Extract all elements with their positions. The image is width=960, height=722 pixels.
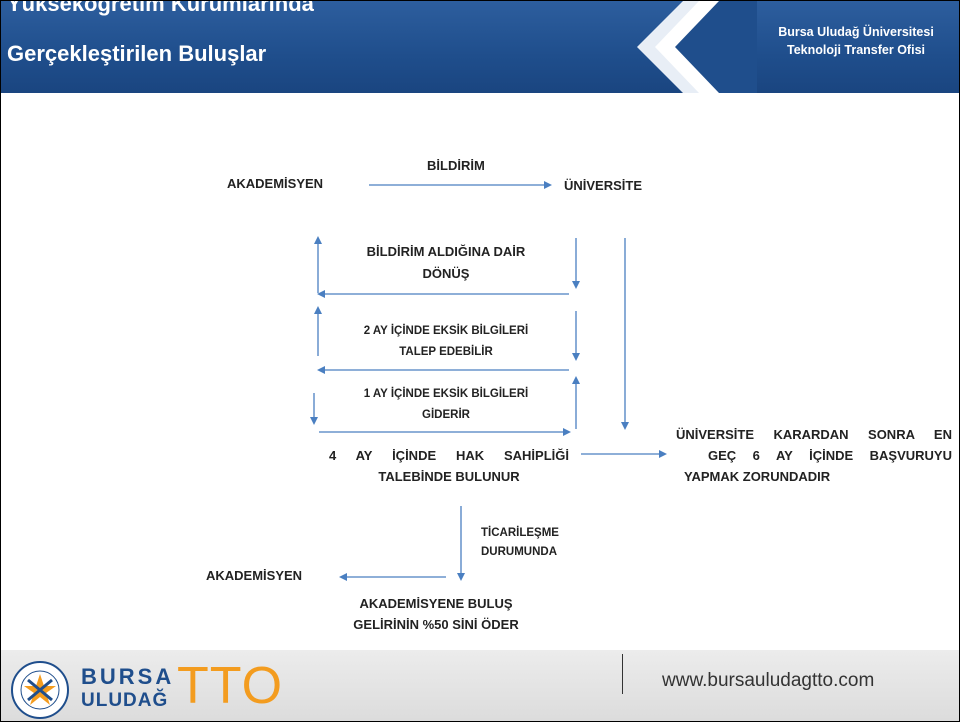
logo-tto-text: TTO [177,657,284,715]
node-claim-line1: 4 AY İÇİNDE HAK SAHİPLİĞİ [329,448,569,463]
org-name-line1: Bursa Uludağ Üniversitesi [778,25,934,39]
label-fix-line1: 1 AY İÇİNDE EKSİK BİLGİLERİ [363,388,529,400]
node-payment-line2: GELİRİNİN %50 SİNİ ÖDER [353,617,519,632]
label-return-line1: BİLDİRİM ALDIĞINA DAİR [366,244,526,259]
org-name: Bursa Uludağ Üniversitesi Teknoloji Tran… [761,23,951,59]
chevron-decoration-icon [637,1,757,93]
node-apply: ÜNİVERSİTE KARARDAN SONRA EN GEÇ 6 AY İÇ… [676,424,952,487]
node-payment: AKADEMİSYENE BULUŞ GELİRİNİN %50 SİNİ ÖD… [306,593,566,635]
org-name-line2: Teknoloji Transfer Ofisi [787,43,925,57]
node-akademisyen-bottom: AKADEMİSYEN [206,568,303,583]
label-commercial: TİCARİLEŞME DURUMUNDA [481,524,559,562]
label-fix: 1 AY İÇİNDE EKSİK BİLGİLERİ GİDERİR [321,384,571,426]
label-fix-line2: GİDERİR [422,409,470,421]
header-bar: Yükseköğretim Kurumlarında Gerçekleştiri… [1,1,959,93]
label-commercial-line2: DURUMUNDA [481,546,558,558]
label-request: 2 AY İÇİNDE EKSİK BİLGİLERİ TALEP EDEBİL… [321,321,571,363]
node-apply-line3: YAPMAK ZORUNDADIR [684,469,831,484]
website-link[interactable]: www.bursauludagtto.com [662,670,875,691]
label-commercial-line1: TİCARİLEŞME [481,527,559,539]
node-universite: ÜNİVERSİTE [564,178,643,193]
slide-title-line2: Gerçekleştirilen Buluşlar [7,41,267,66]
footer-bar: BURSA ULUDAĞ TTO www.bursauludagtto.com [1,650,959,721]
logo-bursa-text: BURSA [81,664,175,689]
node-apply-line1: ÜNİVERSİTE KARARDAN SONRA EN [676,427,952,442]
slide-title-line1: Yükseköğretim Kurumlarında [7,1,314,16]
label-bildirim: BİLDİRİM [427,158,485,173]
label-request-line1: 2 AY İÇİNDE EKSİK BİLGİLERİ [363,325,529,337]
label-request-line2: TALEP EDEBİLİR [399,346,493,358]
node-claim-line2: TALEBİNDE BULUNUR [378,469,520,484]
node-akademisyen-top: AKADEMİSYEN [227,176,324,191]
university-seal-icon [11,661,69,719]
logo-uludag-text: ULUDAĞ [81,690,169,711]
node-claim: 4 AY İÇİNDE HAK SAHİPLİĞİ TALEBİNDE BULU… [329,445,569,487]
footer-divider [622,654,623,694]
label-return: BİLDİRİM ALDIĞINA DAİR DÖNÜŞ [321,241,571,285]
node-payment-line1: AKADEMİSYENE BULUŞ [359,596,513,611]
node-apply-line2: GEÇ 6 AY İÇİNDE BAŞVURUYU [708,448,952,463]
label-return-line2: DÖNÜŞ [422,266,470,281]
